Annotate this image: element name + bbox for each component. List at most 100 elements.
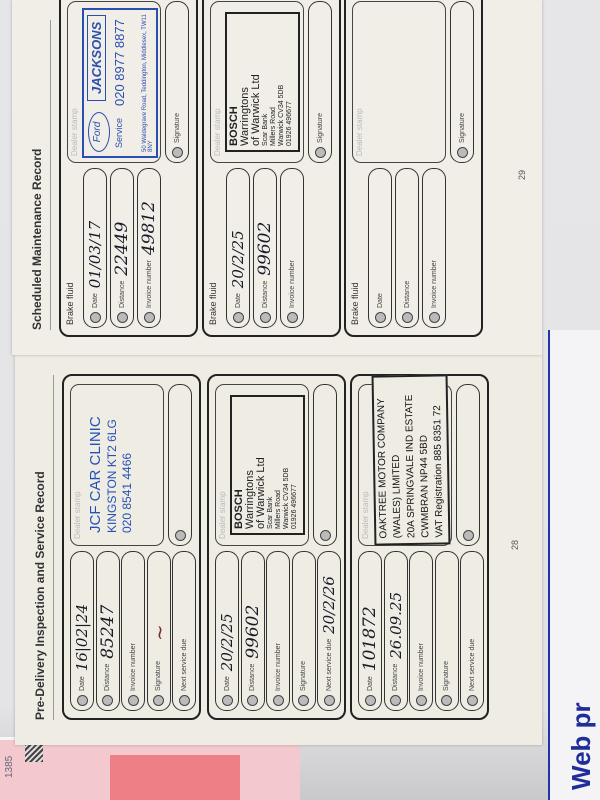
radio-icon[interactable] bbox=[364, 695, 376, 706]
field-signature[interactable]: Signature bbox=[450, 1, 474, 163]
stamp-line: 020 8977 8877 bbox=[112, 19, 127, 106]
field-distance[interactable]: Distance bbox=[395, 168, 419, 328]
stamp-line: Service bbox=[114, 117, 124, 148]
radio-icon[interactable] bbox=[374, 312, 386, 323]
stamp-line: JCF CAR CLINIC bbox=[87, 416, 104, 533]
field-signature[interactable]: Signature bbox=[291, 551, 316, 711]
field-label: Next service due bbox=[180, 638, 188, 691]
field-label: Invoice number bbox=[430, 260, 438, 308]
stamp-placeholder: Dealer stamp bbox=[73, 491, 82, 539]
radio-icon[interactable] bbox=[390, 695, 401, 706]
radio-icon[interactable] bbox=[174, 530, 186, 541]
field-signature[interactable]: Signature bbox=[308, 1, 332, 163]
field-signature[interactable]: Signature~ bbox=[146, 551, 171, 711]
field-label: Next service due bbox=[325, 638, 333, 691]
field-invoice-number[interactable]: Invoice number bbox=[280, 168, 304, 328]
field-invoice-number[interactable]: Invoice number bbox=[422, 168, 446, 328]
radio-icon[interactable] bbox=[286, 312, 298, 323]
blank-field[interactable] bbox=[168, 384, 192, 546]
field-distance[interactable]: Distance 26.09.25 bbox=[383, 551, 408, 711]
field-signature[interactable]: Signature bbox=[165, 1, 189, 163]
field-label: Distance bbox=[104, 663, 111, 691]
radio-icon[interactable] bbox=[89, 312, 101, 323]
radio-icon[interactable] bbox=[76, 695, 88, 706]
radio-icon[interactable] bbox=[116, 312, 128, 323]
radio-icon[interactable] bbox=[153, 695, 164, 706]
stamp-line: JACKSONS bbox=[87, 14, 106, 101]
field-value: 49812 bbox=[139, 201, 159, 256]
stamp-line: Millers Road bbox=[275, 490, 282, 529]
blank-field[interactable] bbox=[313, 384, 337, 546]
field-date[interactable]: Date 20/2/25 bbox=[215, 551, 239, 711]
page-pre-delivery: Pre-Delivery Inspection and Service Reco… bbox=[15, 355, 542, 745]
divider bbox=[50, 20, 51, 330]
stamp-line: Scar Bank bbox=[267, 496, 274, 529]
radio-icon[interactable] bbox=[247, 695, 258, 706]
radio-icon[interactable] bbox=[298, 695, 309, 706]
field-invoice-number[interactable]: Invoice number bbox=[266, 551, 290, 711]
qr-code bbox=[25, 744, 43, 762]
field-label: Invoice number bbox=[129, 643, 137, 691]
stamp-line: 20A SPRINGVALE IND ESTATE bbox=[403, 394, 418, 539]
field-label: Date bbox=[223, 676, 231, 691]
radio-icon[interactable] bbox=[323, 695, 335, 706]
radio-icon[interactable] bbox=[221, 695, 233, 706]
blank-field[interactable] bbox=[456, 384, 480, 546]
stamp-line: OAKTREE MOTOR COMPANY bbox=[375, 398, 390, 539]
divider bbox=[53, 375, 54, 720]
radio-icon[interactable] bbox=[462, 530, 474, 541]
card-title: Brake fluid bbox=[208, 282, 218, 325]
radio-icon[interactable] bbox=[259, 312, 271, 323]
radio-icon[interactable] bbox=[415, 695, 427, 706]
field-date[interactable]: Date bbox=[368, 168, 392, 328]
field-signature[interactable]: Signature bbox=[434, 551, 459, 711]
radio-icon[interactable] bbox=[178, 695, 190, 706]
page-scheduled: Scheduled Maintenance Record 29 Brake fl… bbox=[12, 0, 542, 355]
radio-icon[interactable] bbox=[127, 695, 139, 706]
radio-icon[interactable] bbox=[319, 530, 331, 541]
radio-icon[interactable] bbox=[428, 312, 440, 323]
field-label: Signature bbox=[443, 661, 450, 691]
field-label: Signature bbox=[458, 113, 466, 143]
radio-icon[interactable] bbox=[441, 695, 452, 706]
field-next-service-due[interactable]: Next service due bbox=[460, 551, 484, 711]
field-value: 101872 bbox=[360, 606, 380, 672]
radio-icon[interactable] bbox=[466, 695, 478, 706]
field-label: Distance bbox=[392, 663, 399, 691]
radio-icon[interactable] bbox=[171, 147, 183, 158]
radio-icon[interactable] bbox=[456, 147, 468, 158]
stamp-placeholder: Dealer stamp bbox=[361, 491, 370, 539]
package: 1385 bbox=[0, 737, 300, 800]
radio-icon[interactable] bbox=[401, 312, 413, 323]
field-invoice-number[interactable]: Invoice number bbox=[121, 551, 145, 711]
page-title: Scheduled Maintenance Record bbox=[30, 148, 44, 330]
field-invoice-number[interactable]: Invoice number bbox=[409, 551, 433, 711]
field-value: 22449 bbox=[112, 221, 132, 276]
radio-icon[interactable] bbox=[314, 147, 326, 158]
radio-icon[interactable] bbox=[102, 695, 113, 706]
field-next-service-due[interactable]: Next service due bbox=[172, 551, 196, 711]
radio-icon[interactable] bbox=[143, 312, 155, 323]
radio-icon[interactable] bbox=[232, 312, 244, 323]
package-code: 1385 bbox=[4, 755, 15, 778]
radio-icon[interactable] bbox=[272, 695, 284, 706]
card-title: Brake fluid bbox=[350, 282, 360, 325]
field-value: 20/2/25 bbox=[218, 613, 236, 672]
field-value: 26.09.25 bbox=[386, 591, 405, 659]
